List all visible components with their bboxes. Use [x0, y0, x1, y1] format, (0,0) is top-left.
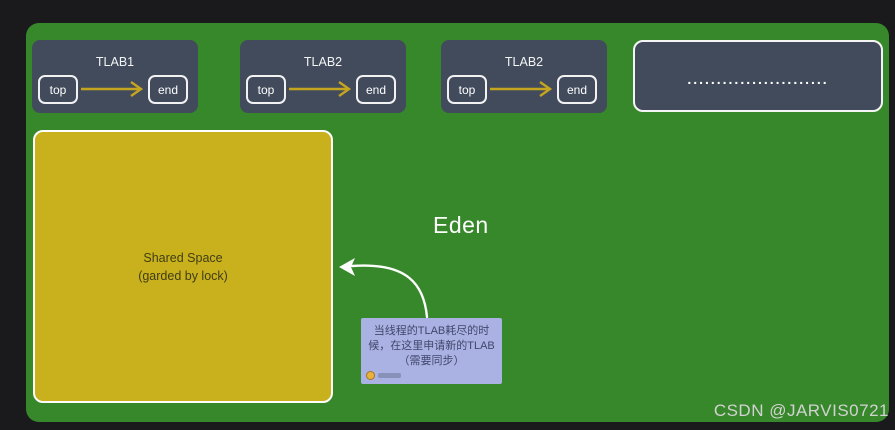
note-line: 当线程的TLAB耗尽的时: [373, 325, 490, 337]
tlab-title: TLAB2: [504, 55, 544, 69]
tlab-top-pointer: top: [38, 75, 78, 104]
tlab-end-pointer: end: [148, 75, 188, 104]
more-tlabs-box: ........................: [633, 40, 883, 112]
tlab-box-1: TLAB1 top end: [32, 40, 198, 113]
right-arrow-icon: [490, 81, 553, 97]
tlab-top-pointer: top: [447, 75, 487, 104]
eden-label: Eden: [433, 212, 489, 238]
right-arrow-icon: [81, 81, 144, 97]
tlab-title: TLAB1: [95, 55, 135, 69]
tlab-end-pointer: end: [356, 75, 396, 104]
note-line: （需要同步）: [398, 355, 465, 367]
tlab-title: TLAB2: [303, 55, 343, 69]
tlab-box-2: TLAB2 top end: [240, 40, 406, 113]
note-author-icon: [366, 371, 375, 380]
note-line: 候，在这里申请新的TLAB: [368, 340, 495, 352]
shared-space-box: Shared Space (garded by lock): [33, 130, 333, 403]
right-arrow-icon: [289, 81, 352, 97]
watermark: CSDN @JARVIS0721: [713, 401, 889, 420]
note-author: [366, 371, 401, 380]
ellipsis-dots: ........................: [687, 71, 829, 87]
tlab-end-pointer: end: [557, 75, 597, 104]
tlab-top-pointer: top: [246, 75, 286, 104]
shared-space-subtitle: (garded by lock): [138, 268, 228, 283]
note-author-text: [378, 373, 401, 378]
shared-space-title: Shared Space: [143, 250, 223, 265]
annotation-note: 当线程的TLAB耗尽的时 候，在这里申请新的TLAB （需要同步）: [361, 318, 502, 384]
tlab-box-3: TLAB2 top end: [441, 40, 607, 113]
